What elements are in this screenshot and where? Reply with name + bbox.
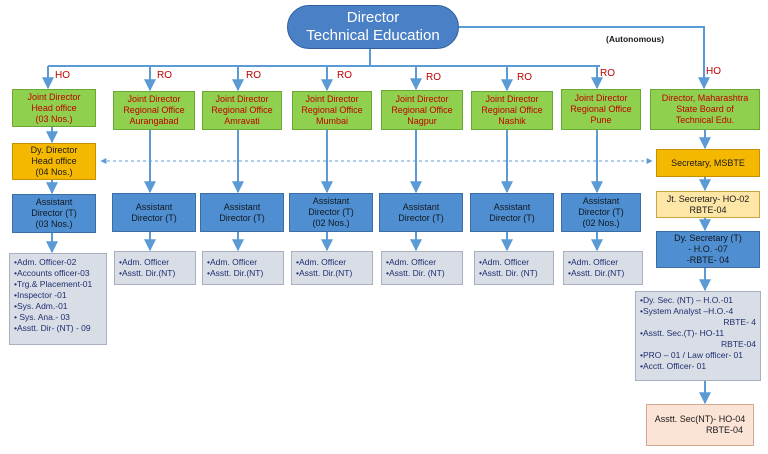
- jd-nashik: Joint Director Regional Office Nashik: [471, 91, 553, 130]
- secretary-msbte: Secretary, MSBTE: [656, 149, 760, 177]
- label-ro: RO: [600, 68, 615, 79]
- label-ho: HO: [706, 66, 721, 77]
- list-item: •Adm. Officer: [386, 257, 437, 267]
- asst-sec-nt: Asstt. Sec(NT)- HO-04 RBTE-04: [646, 404, 754, 446]
- jd-mumbai: Joint Director Regional Office Mumbai: [292, 91, 372, 130]
- list-item: •Asstt. Dir.(NT): [207, 268, 264, 278]
- staff-list-head-office: •Adm. Officer-02 •Accounts officer-03 •T…: [9, 253, 107, 345]
- list-item: RBTE-04: [721, 339, 756, 349]
- jd-amravati: Joint Director Regional Office Amravati: [202, 91, 282, 130]
- list-item: •Asstt. Sec.(T)- HO-11: [640, 328, 725, 338]
- list-item: •Trg.& Placement-01: [14, 279, 93, 289]
- list-item: •Sys. Adm.-01: [14, 301, 68, 311]
- list-item: •Asstt. Dir.(NT): [296, 268, 353, 278]
- list-item: •Asstt. Dir. (NT): [479, 268, 538, 278]
- list-item: •Acctt. Officer- 01: [640, 361, 707, 371]
- list-item: •Asstt. Dir.(NT): [119, 268, 176, 278]
- staff-list-pune: •Adm. Officer •Asstt. Dir.(NT): [563, 251, 643, 285]
- staff-list-aurangabad: •Adm. Officer •Asstt. Dir.(NT): [114, 251, 196, 285]
- assistant-director-aurangabad: Assistant Director (T): [112, 193, 196, 232]
- list-item: •Adm. Officer: [479, 257, 530, 267]
- list-item: •Asstt. Dir- (NT) - 09: [14, 323, 91, 333]
- label-ro: RO: [157, 70, 172, 81]
- assistant-director-pune: Assistant Director (T) (02 Nos.): [561, 193, 641, 232]
- list-item: •Asstt. Dir.(NT): [568, 268, 625, 278]
- staff-list-amravati: •Adm. Officer •Asstt. Dir.(NT): [202, 251, 284, 285]
- msbte-staff-list: •Dy. Sec. (NT) – H.O.-01 •System Analyst…: [635, 291, 761, 381]
- staff-list-nashik: •Adm. Officer •Asstt. Dir. (NT): [474, 251, 554, 285]
- label-ro: RO: [337, 70, 352, 81]
- list-item: •Adm. Officer-02: [14, 257, 77, 267]
- list-item: •Adm. Officer: [296, 257, 347, 267]
- dy-director-head-office: Dy. Director Head office (04 Nos.): [12, 143, 96, 180]
- label-ho: HO: [55, 70, 70, 81]
- list-item: •Accounts officer-03: [14, 268, 90, 278]
- jt-secretary: Jt. Secretary- HO-02 RBTE-04: [656, 191, 760, 218]
- jd-nagpur: Joint Director Regional Office Nagpur: [381, 90, 463, 130]
- director-line1: Director: [346, 9, 400, 26]
- assistant-director-nashik: Assistant Director (T): [470, 193, 554, 232]
- jd-head-office: Joint Director Head office (03 Nos.): [12, 89, 96, 127]
- list-item: •Inspector -01: [14, 290, 67, 300]
- list-item: •PRO – 01 / Law officer- 01: [640, 350, 743, 360]
- director-line2: Technical Education: [306, 27, 440, 44]
- assistant-director-amravati: Assistant Director (T): [200, 193, 284, 232]
- list-item: •Adm. Officer: [207, 257, 258, 267]
- label-ro: RO: [517, 72, 532, 83]
- list-item: •Dy. Sec. (NT) – H.O.-01: [640, 295, 734, 305]
- staff-list-nagpur: •Adm. Officer •Asstt. Dir. (NT): [381, 251, 463, 285]
- list-item: •Asstt. Dir. (NT): [386, 268, 445, 278]
- dy-secretary: Dy. Secretary (T) - H.O. -07 -RBTE- 04: [656, 231, 760, 268]
- director-technical-education: Director Technical Education: [287, 5, 459, 49]
- list-item: •Adm. Officer: [119, 257, 170, 267]
- jd-pune: Joint Director Regional Office Pune: [561, 89, 641, 130]
- arrow-msbte: [459, 26, 710, 90]
- list-item: •System Analyst –H.O.-4: [640, 306, 734, 316]
- jd-aurangabad: Joint Director Regional Office Aurangaba…: [113, 91, 195, 130]
- label-ro: RO: [246, 70, 261, 81]
- msbte-director: Director, Maharashtra State Board of Tec…: [650, 89, 760, 130]
- assistant-director-nagpur: Assistant Director (T): [379, 193, 463, 232]
- staff-list-mumbai: •Adm. Officer •Asstt. Dir.(NT): [291, 251, 373, 285]
- autonomous-label: (Autonomous): [606, 34, 665, 44]
- assistant-director-mumbai: Assistant Director (T) (02 Nos.): [289, 193, 373, 232]
- assistant-director-head: Assistant Director (T) (03 Nos.): [12, 194, 96, 233]
- list-item: • Sys. Ana.- 03: [14, 312, 70, 322]
- list-item: RBTE- 4: [723, 317, 756, 327]
- label-ro: RO: [426, 72, 441, 83]
- list-item: •Adm. Officer: [568, 257, 619, 267]
